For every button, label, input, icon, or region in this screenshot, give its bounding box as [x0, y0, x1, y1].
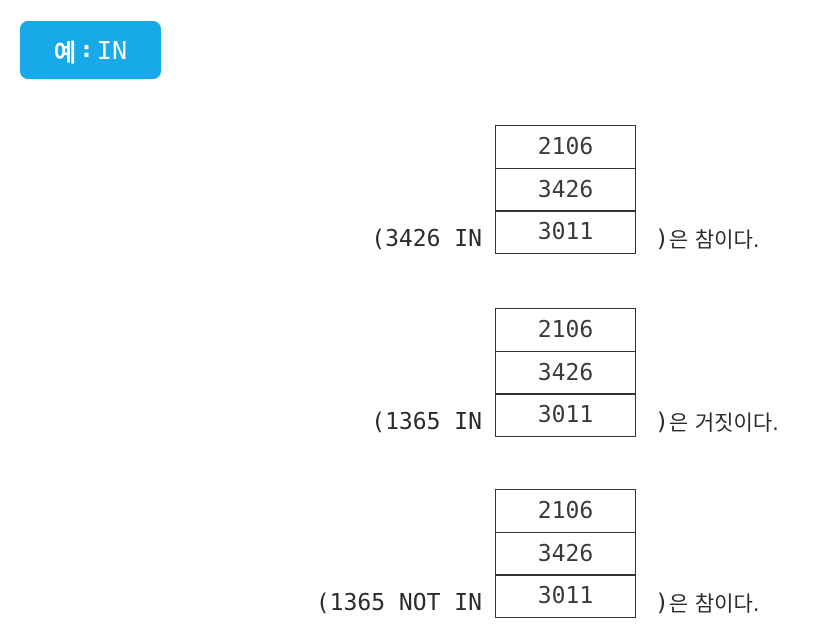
result-text: 은 거짓이다.: [668, 411, 779, 435]
table-cell: 3426: [495, 350, 636, 395]
closing-paren: ): [655, 590, 669, 616]
expression-left: (1365 NOT IN: [315, 590, 482, 616]
expression-right: ) 은 참이다.: [655, 581, 760, 625]
badge-prefix: 예: [53, 38, 77, 67]
value-table: 2106 3426 3011: [495, 308, 636, 437]
expression-right: ) 은 거짓이다.: [655, 400, 779, 444]
table-cell: 2106: [495, 308, 636, 352]
expression-left: (1365 IN: [371, 409, 482, 435]
table-cell: 3011: [495, 210, 636, 254]
table-cell: 3426: [495, 167, 636, 212]
result-text: 은 참이다.: [668, 592, 760, 616]
table-cell: 2106: [495, 489, 636, 533]
closing-paren: ): [655, 226, 669, 252]
example-1: 2106 3426 3011 (3426 IN ) 은 참이다.: [0, 125, 820, 261]
expression-right: ) 은 참이다.: [655, 217, 760, 261]
badge-keyword: IN: [96, 35, 127, 65]
table-cell: 3011: [495, 393, 636, 437]
result-text: 은 참이다.: [668, 228, 760, 252]
example-badge: 예 : IN: [20, 21, 161, 79]
value-table: 2106 3426 3011: [495, 125, 636, 254]
closing-paren: ): [655, 409, 669, 435]
table-cell: 2106: [495, 125, 636, 169]
table-cell: 3011: [495, 574, 636, 618]
badge-colon: :: [82, 37, 91, 63]
example-2: 2106 3426 3011 (1365 IN ) 은 거짓이다.: [0, 308, 820, 444]
expression-left: (3426 IN: [371, 226, 482, 252]
table-cell: 3426: [495, 531, 636, 576]
example-3: 2106 3426 3011 (1365 NOT IN ) 은 참이다.: [0, 489, 820, 625]
value-table: 2106 3426 3011: [495, 489, 636, 618]
